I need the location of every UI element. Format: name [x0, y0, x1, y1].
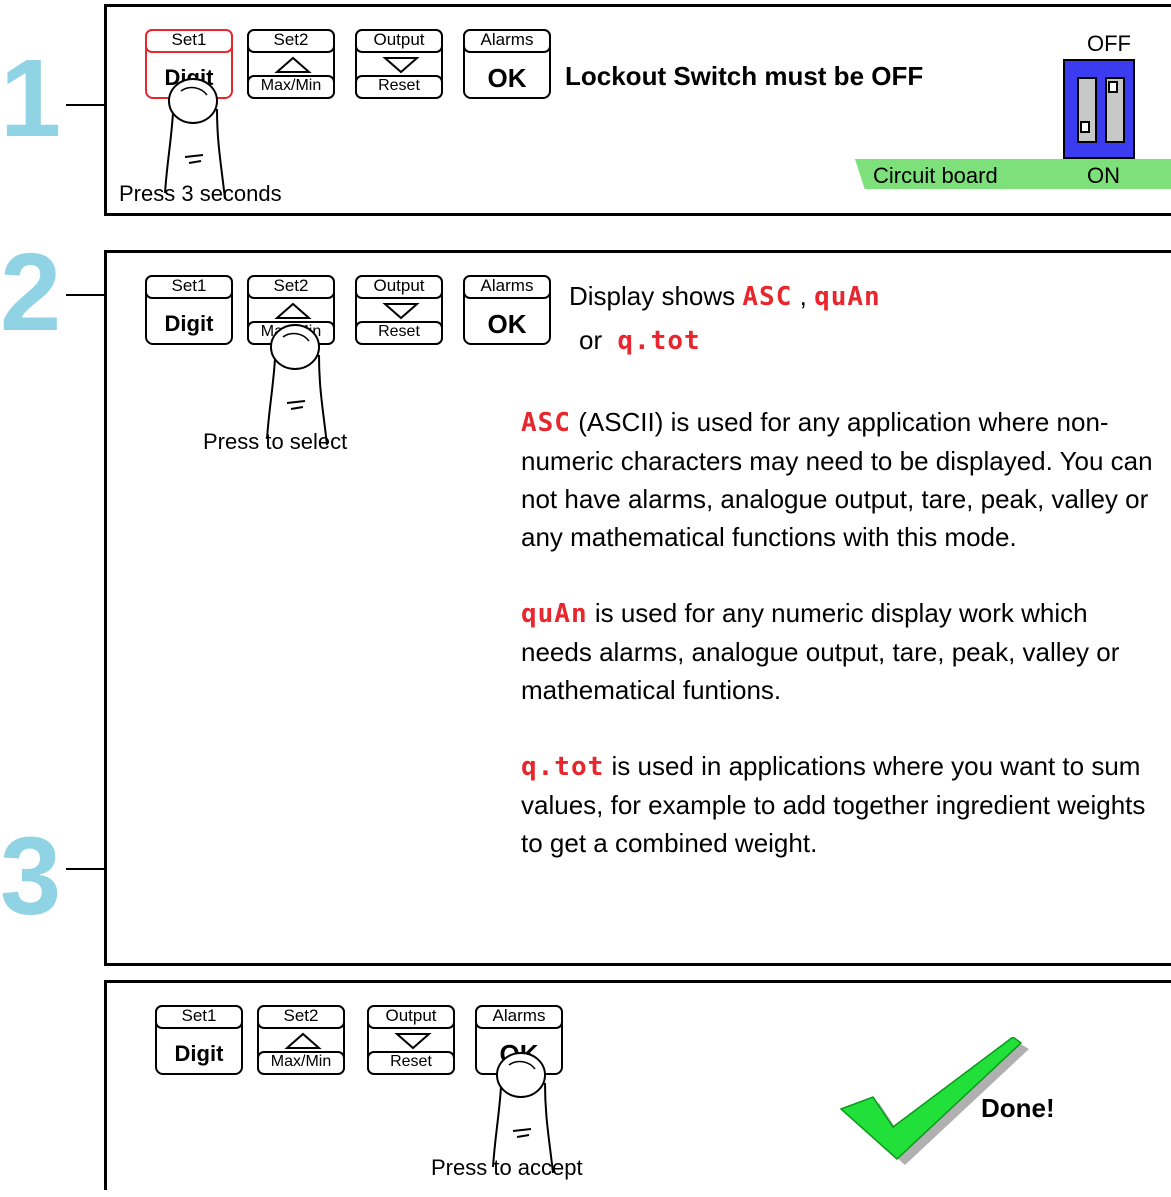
reset-key-bottom-label: Reset	[355, 75, 443, 99]
asc-description-text: (ASCII) is used for any application wher…	[521, 407, 1153, 552]
digit-key[interactable]: Set1 Digit	[155, 1005, 243, 1075]
digit-key[interactable]: Set1 Digit	[145, 29, 233, 99]
digit-key-top-label: Set1	[145, 275, 233, 299]
down-arrow-icon	[382, 303, 420, 320]
switch-on-label: ON	[1087, 163, 1120, 188]
digit-key-top-label: Set1	[145, 29, 233, 53]
step-number-2: 2	[0, 231, 62, 354]
max-min-key[interactable]: Set2 Max/Min	[257, 1005, 345, 1075]
up-arrow-icon	[284, 1032, 322, 1049]
step2-panel: Set1 Digit Set2 Max/Min Output Reset Ala…	[104, 250, 1171, 966]
quan-description-text: is used for any numeric display work whi…	[521, 598, 1120, 705]
step-number-3: 3	[0, 815, 62, 938]
max-min-key-top-label: Set2	[247, 29, 335, 53]
display-separator: ,	[799, 281, 807, 311]
qtot-label: q.tot	[521, 752, 605, 782]
press-3-seconds-caption: Press 3 seconds	[119, 181, 282, 206]
up-arrow-icon	[274, 56, 312, 73]
reset-key-top-label: Output	[355, 275, 443, 299]
lockout-instruction: Lockout Switch must be OFF	[565, 61, 924, 91]
reset-key-top-label: Output	[367, 1005, 455, 1029]
digit-key[interactable]: Set1 Digit	[145, 275, 233, 345]
mode-descriptions: ASC (ASCII) is used for any application …	[521, 403, 1161, 900]
step1-panel: Set1 Digit Set2 Max/Min Output Reset Ala…	[104, 4, 1171, 216]
digit-key-top-label: Set1	[155, 1005, 243, 1029]
display-shows-line: Display shows ASC , quAn	[569, 281, 881, 312]
reset-key[interactable]: Output Reset	[367, 1005, 455, 1075]
checkmark-icon	[839, 1037, 1029, 1165]
press-to-select-caption: Press to select	[203, 429, 348, 454]
display-or-line: or q.tot	[579, 325, 701, 356]
ok-key[interactable]: Alarms OK	[475, 1005, 563, 1075]
reset-key-top-label: Output	[355, 29, 443, 53]
mode-qtot-display: q.tot	[617, 326, 701, 356]
qtot-description-text: is used in applications where you want t…	[521, 751, 1146, 858]
ok-key[interactable]: Alarms OK	[463, 29, 551, 99]
ok-key-top-label: Alarms	[463, 29, 551, 53]
up-arrow-icon	[274, 302, 312, 319]
mode-asc-display: ASC	[742, 282, 793, 312]
reset-key[interactable]: Output Reset	[355, 275, 443, 345]
done-label: Done!	[981, 1093, 1055, 1123]
step-number-1: 1	[0, 37, 62, 160]
down-arrow-icon	[382, 57, 420, 74]
reset-key[interactable]: Output Reset	[355, 29, 443, 99]
quan-description: quAn is used for any numeric display wor…	[521, 594, 1161, 709]
circuit-board-label: Circuit board	[873, 163, 998, 188]
max-min-key-top-label: Set2	[247, 275, 335, 299]
ok-key[interactable]: Alarms OK	[463, 275, 551, 345]
digit-key-label: Digit	[164, 311, 214, 336]
max-min-key-bottom-label: Max/Min	[257, 1051, 345, 1075]
display-shows-prefix: Display shows	[569, 281, 736, 311]
display-or: or	[579, 325, 603, 355]
ok-key-label: OK	[487, 309, 527, 339]
step-connector-2	[66, 294, 106, 296]
asc-description: ASC (ASCII) is used for any application …	[521, 403, 1161, 556]
ok-key-label: OK	[487, 63, 527, 93]
ok-key-top-label: Alarms	[463, 275, 551, 299]
down-arrow-icon	[394, 1033, 432, 1050]
step3-panel: Set1 Digit Set2 Max/Min Output Reset Ala…	[104, 980, 1171, 1190]
press-to-accept-caption: Press to accept	[431, 1155, 583, 1180]
lockout-dip-switch[interactable]	[1063, 59, 1135, 159]
digit-key-label: Digit	[174, 1041, 224, 1066]
switch-off-label: OFF	[1087, 31, 1131, 56]
ok-key-top-label: Alarms	[475, 1005, 563, 1029]
step-connector-1	[66, 104, 106, 106]
qtot-description: q.tot is used in applications where you …	[521, 747, 1161, 862]
pressing-finger-icon	[164, 78, 226, 200]
reset-key-bottom-label: Reset	[355, 321, 443, 345]
reset-key-bottom-label: Reset	[367, 1051, 455, 1075]
max-min-key-top-label: Set2	[257, 1005, 345, 1029]
pressing-finger-icon	[492, 1052, 554, 1174]
max-min-key[interactable]: Set2 Max/Min	[247, 29, 335, 99]
pressing-finger-icon	[266, 324, 328, 446]
step-connector-3	[66, 868, 106, 870]
mode-quan-display: quAn	[814, 282, 881, 312]
max-min-key-bottom-label: Max/Min	[247, 75, 335, 99]
circuit-board	[855, 159, 1171, 189]
asc-label: ASC	[521, 408, 571, 438]
quan-label: quAn	[521, 599, 588, 629]
